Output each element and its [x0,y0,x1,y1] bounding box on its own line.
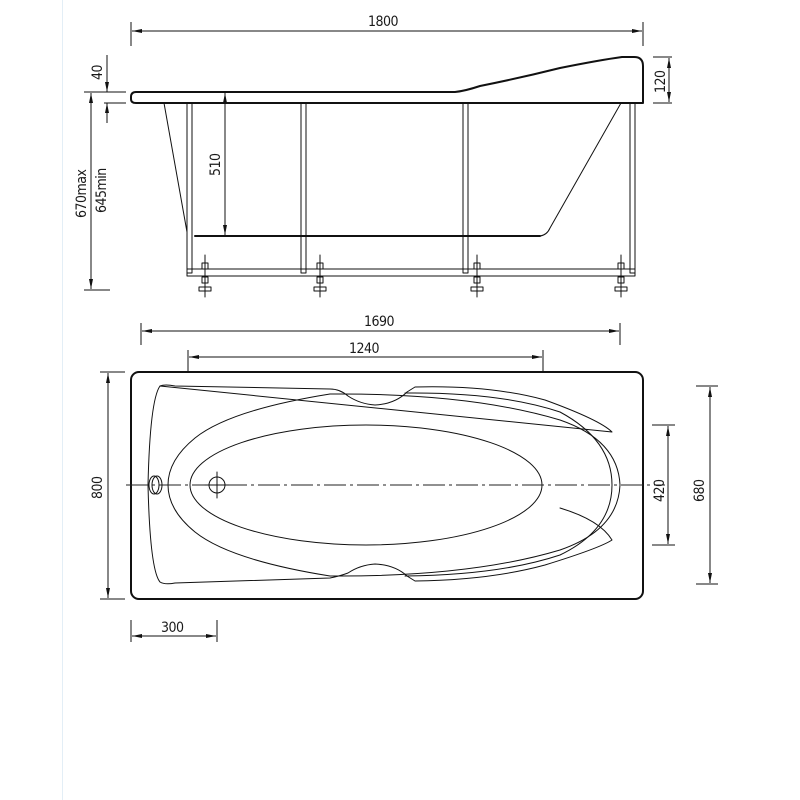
dim-label-1240: 1240 [349,341,380,357]
adjustable-feet [198,254,628,298]
tub-rim-profile [130,56,644,104]
dim-label-300: 300 [161,620,184,636]
dim-overall-length: 1800 [130,14,644,46]
dim-label-40: 40 [90,64,106,80]
dim-label-120: 120 [653,70,669,93]
dim-label-420: 420 [652,479,668,502]
dim-label-800: 800 [90,476,106,499]
dim-label-1690: 1690 [364,314,395,330]
dim-rim-thickness: 40 [84,55,126,123]
tub-inner-rim-arc [404,392,613,577]
dim-bottom-length: 1240 [187,341,544,372]
dim-inner-width: 680 [692,385,718,585]
tub-wall-right [539,102,622,237]
dim-label-645min: 645min [94,168,110,213]
overflow-icon [148,475,160,495]
page-edge-line [62,0,63,800]
drain-icon [204,471,230,499]
dim-overall-width: 800 [90,371,125,600]
tub-inner-outline [147,384,613,585]
dim-drain-offset: 300 [130,620,218,642]
dim-label-670max: 670max [74,168,90,218]
dim-inner-depth: 510 [208,93,227,235]
dim-bottom-width: 420 [652,424,675,546]
dim-label-680: 680 [692,479,708,502]
dim-label-1800: 1800 [368,14,399,30]
top-view: 1690 1240 [90,314,718,642]
dim-overall-height: 670max 645min [74,93,110,291]
dim-inner-length: 1690 [140,314,621,345]
dim-backrest-height: 120 [653,56,672,104]
dim-label-510: 510 [208,153,224,176]
support-frame [186,102,636,277]
tub-wall-left [163,102,188,233]
side-view: 1800 [74,14,672,298]
